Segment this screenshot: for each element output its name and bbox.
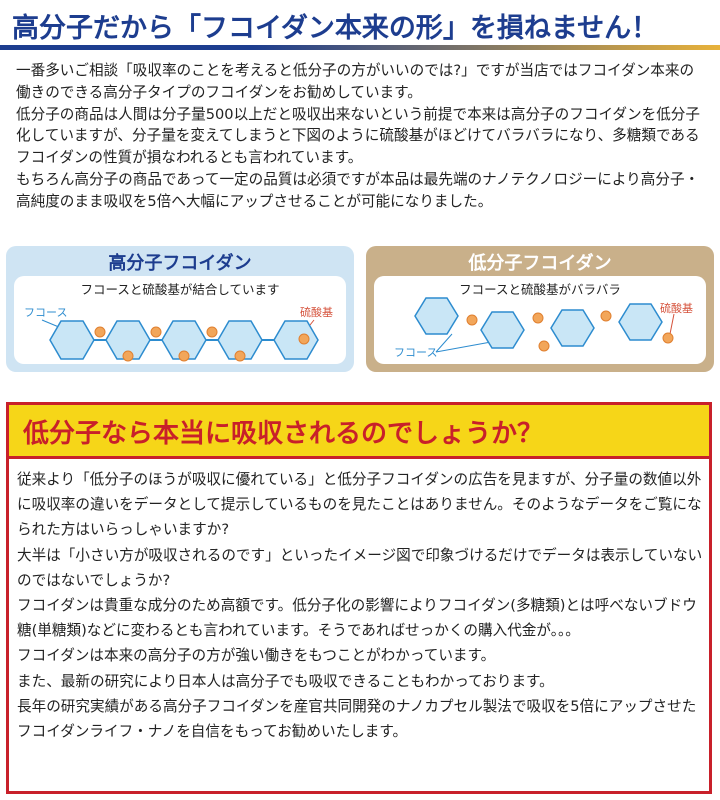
body-paragraph: フコイダンは本来の高分子の方が強い働きをもつことがわかっています。 — [17, 647, 496, 665]
sulfate-dot — [538, 340, 550, 352]
sulfate-dot — [206, 326, 218, 338]
sulfate-dot — [178, 350, 190, 362]
low-molecular-panel: 低分子フコイダン フコースと硫酸基がバラバラ フコース 硫酸基 — [366, 246, 714, 372]
section-title: 低分子なら本当に吸収されるのでしょうか？ — [23, 419, 544, 449]
fucose-hexagon — [105, 320, 151, 360]
sulfate-dot — [662, 332, 674, 344]
fucose-hexagon — [273, 320, 319, 360]
absorption-question-section: 低分子なら本当に吸収されるのでしょうか？ 従来より「低分子のほうが吸収に優れてい… — [6, 402, 712, 794]
body-paragraph: 長年の研究実績がある高分子フコイダンを産官共同開発のナノカプセル製法で吸収を5倍… — [17, 697, 697, 741]
sulfate-pointer — [669, 313, 675, 335]
intro-paragraph: 低分子の商品は人間は分子量500以上だと吸収出来ないという前提で本来は高分子のフ… — [16, 105, 700, 167]
sulfate-dot — [150, 326, 162, 338]
title-underline — [0, 45, 720, 50]
fucose-hexagon — [161, 320, 207, 360]
high-molecular-panel: 高分子フコイダン フコースと硫酸基が結合しています フコース 硫酸基 — [6, 246, 354, 372]
high-molecular-diagram — [41, 319, 319, 362]
sulfate-dot — [600, 310, 612, 322]
sulfate-label: 硫酸基 — [660, 302, 693, 315]
sulfate-dot — [94, 326, 106, 338]
fucose-label: フコース — [24, 306, 68, 319]
fucose-label: フコース — [394, 346, 438, 359]
high-molecular-diagram-box: フコースと硫酸基が結合しています フコース 硫酸基 — [14, 276, 346, 364]
section-header: 低分子なら本当に吸収されるのでしょうか？ — [9, 405, 709, 459]
intro-text: 一番多いご相談「吸収率のことを考えると低分子の方がいいのでは?」ですが当店ではフ… — [16, 60, 706, 213]
fucose-hexagon — [480, 311, 525, 349]
high-molecular-title: 高分子フコイダン — [108, 253, 252, 274]
fucose-hexagon — [217, 320, 263, 360]
high-molecular-caption: フコースと硫酸基が結合しています — [80, 282, 280, 297]
sulfate-label: 硫酸基 — [300, 306, 333, 319]
page-title: 高分子だから「フコイダン本来の形」を損ねません！ — [12, 13, 659, 44]
low-molecular-diagram — [414, 297, 675, 353]
section-body: 従来より「低分子のほうが吸収に優れている」と低分子フコイダンの広告を見ますが、分… — [17, 467, 703, 744]
fucose-hexagon — [618, 303, 663, 341]
fucose-hexagon — [49, 320, 95, 360]
body-paragraph: 大半は「小さい方が吸収されるのです」といったイメージ図で印象づけるだけでデータは… — [17, 546, 703, 589]
intro-paragraph: 一番多いご相談「吸収率のことを考えると低分子の方がいいのでは?」ですが当店ではフ… — [16, 62, 695, 101]
sulfate-dot — [234, 350, 246, 362]
sulfate-dot — [532, 312, 544, 324]
sulfate-dot — [122, 350, 134, 362]
intro-paragraph: もちろん高分子の商品であって一定の品質は必須ですが本品は最先端のナノテクノロジー… — [16, 170, 700, 210]
low-molecular-diagram-box: フコースと硫酸基がバラバラ フコース 硫酸基 — [374, 276, 706, 364]
low-molecular-caption: フコースと硫酸基がバラバラ — [459, 282, 621, 297]
fucose-hexagon — [550, 309, 595, 347]
sulfate-dot — [298, 333, 310, 345]
low-molecular-title: 低分子フコイダン — [468, 253, 612, 274]
sulfate-dot — [466, 314, 478, 326]
fucose-hexagon — [414, 297, 459, 335]
body-paragraph: フコイダンは貴重な成分のため高額です。低分子化の影響によりフコイダン(多糖類)と… — [17, 597, 697, 640]
title-bar: 高分子だから「フコイダン本来の形」を損ねません！ — [0, 0, 720, 50]
body-paragraph: また、最新の研究により日本人は高分子でも吸収できることもわかっております。 — [17, 672, 554, 690]
fucose-pointer — [435, 333, 453, 353]
body-paragraph: 従来より「低分子のほうが吸収に優れている」と低分子フコイダンの広告を見ますが、分… — [17, 471, 702, 539]
